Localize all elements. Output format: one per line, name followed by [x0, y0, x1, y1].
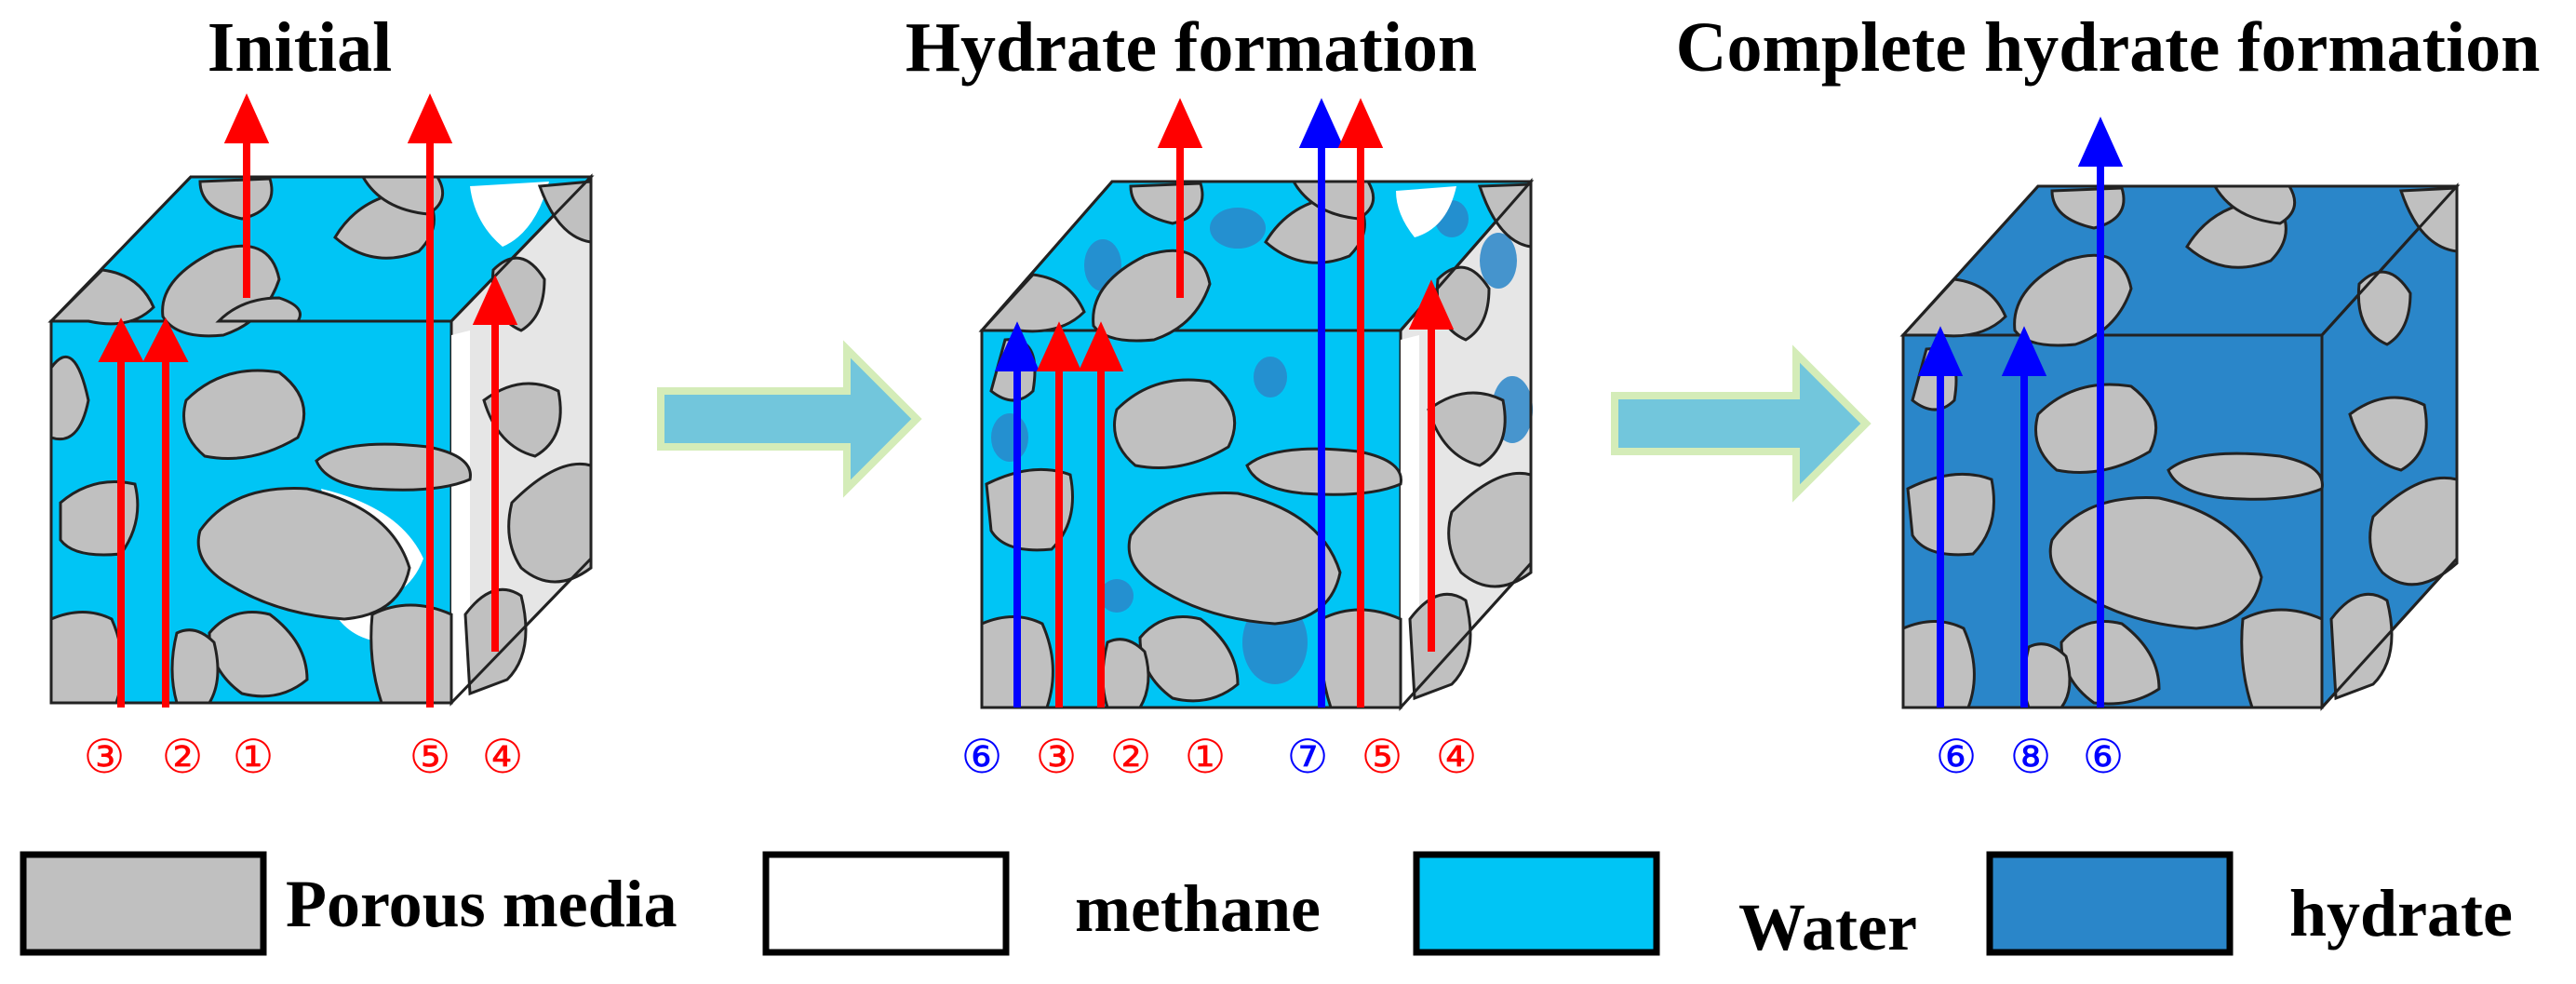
path-label: ① [1185, 731, 1227, 783]
path-label: ④ [482, 731, 524, 783]
path-label: ① [233, 731, 275, 783]
legend-label-water: Water [1738, 890, 1917, 964]
legend-swatch-methane [762, 851, 1010, 956]
legend-swatch-water [1413, 851, 1660, 956]
legend-label-porous-media: Porous media [286, 867, 678, 941]
water-flow-paths [994, 98, 1345, 708]
path-label: ⑥ [961, 731, 1003, 783]
path-label: ⑤ [409, 731, 451, 783]
path-label: ⑥ [1936, 731, 1978, 783]
methane-region [470, 182, 549, 247]
path-label: ④ [1436, 731, 1478, 783]
path-label: ⑧ [2010, 731, 2052, 783]
methane-region [1396, 186, 1456, 237]
title-hydrate-formation: Hydrate formation [906, 8, 1477, 87]
path-label: ⑤ [1362, 731, 1403, 783]
path-label: ② [162, 731, 204, 783]
legend-swatch-porous-media [20, 851, 267, 956]
cube-initial [47, 93, 595, 708]
legend-label-methane: methane [1075, 871, 1321, 946]
cube-edges [49, 175, 593, 705]
methane-region [451, 330, 470, 703]
path-label: ③ [84, 731, 126, 783]
water-flow-paths [1917, 116, 2124, 708]
title-initial: Initial [208, 8, 393, 87]
title-complete-hydrate-formation: Complete hydrate formation [1676, 8, 2541, 87]
methane-flow-paths [98, 93, 518, 708]
cube-hydrate-formation [978, 98, 1535, 711]
path-label: ③ [1036, 731, 1078, 783]
methane-flow-paths [1036, 98, 1455, 708]
legend-label-hydrate: hydrate [2289, 876, 2513, 950]
process-arrow-1 [657, 340, 922, 498]
cube-complete-hydrate-formation [1899, 116, 2461, 711]
legend-swatch-hydrate [1986, 851, 2234, 956]
path-label: ⑦ [1287, 731, 1329, 783]
porous-grains [47, 175, 593, 705]
path-label: ⑥ [2083, 731, 2125, 783]
legend: Porous media methane Water hydrate [20, 851, 2513, 964]
process-arrow-2 [1611, 344, 1872, 503]
path-label: ② [1110, 731, 1152, 783]
cube-edges [1901, 184, 2459, 709]
